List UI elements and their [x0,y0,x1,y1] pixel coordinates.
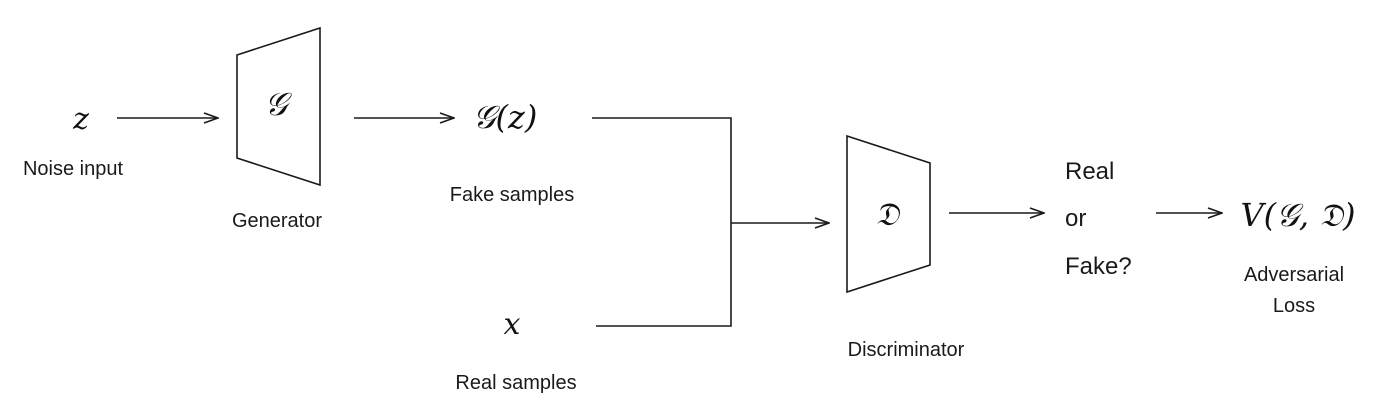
decision-line-1: Real [1065,158,1114,185]
fake-connector-line [592,117,732,327]
fake-symbol-z: (z) [495,98,537,136]
fake-symbol: 𝒢(z) [473,98,538,136]
noise-label: Noise input [23,158,124,180]
discriminator-block [846,134,931,294]
noise-symbol: z [72,102,89,137]
fake-label: Fake samples [450,184,575,206]
loss-symbol: V(𝒢, 𝔇) [1241,196,1356,234]
generator-label: Generator [232,210,322,232]
loss-label-line-1: Adversarial [1244,264,1344,286]
decision-line-3: Fake? [1065,253,1132,280]
real-label: Real samples [455,372,576,394]
discriminator-symbol: 𝔇 [875,195,901,233]
real-symbol: x [504,307,521,342]
generator-block [236,26,321,187]
discriminator-label: Discriminator [848,339,965,361]
loss-label-line-2: Loss [1273,295,1315,317]
decision-line-2: or [1065,205,1086,232]
